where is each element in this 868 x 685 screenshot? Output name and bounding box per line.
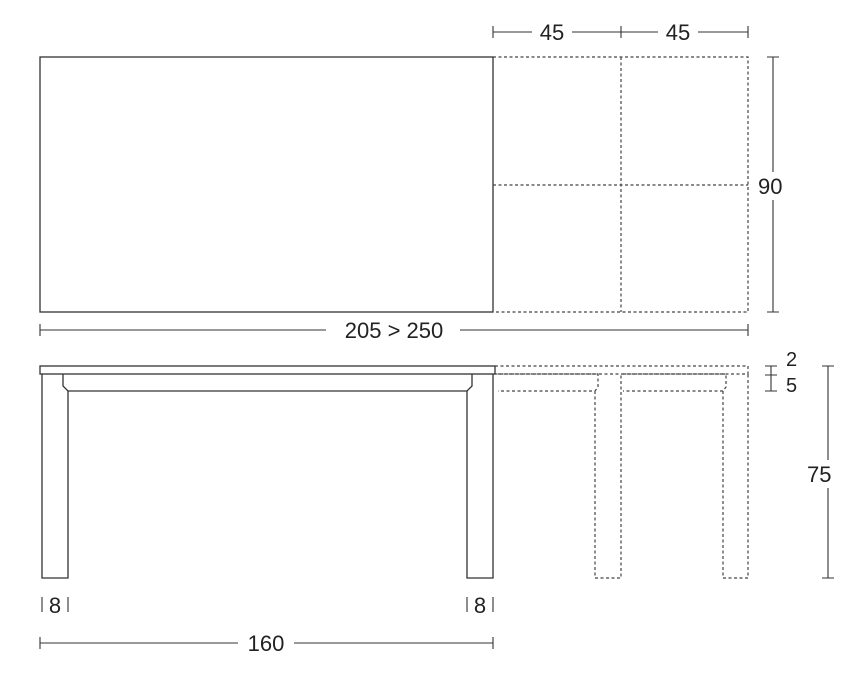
leg-width-dimension-right: 8 [466, 593, 494, 618]
top-view: 45 45 90 205 > 250 [39, 20, 796, 344]
extension-side-outline [495, 365, 749, 579]
length-label: 205 > 250 [345, 318, 443, 343]
depth-dimension: 90 [758, 56, 796, 313]
tabletop-slab [39, 365, 496, 375]
extension-width-dimension: 45 45 [492, 20, 749, 45]
extension-leaves-outline [493, 56, 749, 313]
leg-width-dimension-left: 8 [41, 593, 69, 618]
leg-span-dimension: 160 [39, 630, 494, 656]
leg-right [466, 374, 494, 579]
tabletop-outline [39, 56, 494, 313]
length-dimension: 205 > 250 [39, 318, 749, 344]
leg-left [41, 374, 69, 579]
extension-width-2: 45 [666, 20, 690, 45]
leg-width-left: 8 [49, 593, 61, 618]
apron [62, 374, 473, 392]
leg-width-right: 8 [474, 593, 486, 618]
leg-span-label: 160 [248, 631, 285, 656]
height-label: 75 [807, 462, 831, 487]
apron-height-label: 5 [786, 375, 797, 397]
height-dimension: 75 [806, 365, 846, 579]
extension-width-1: 45 [540, 20, 564, 45]
depth-label: 90 [758, 174, 782, 199]
side-view: 2 5 75 8 8 160 [39, 349, 846, 656]
thickness-dimension: 2 5 [765, 349, 797, 397]
top-thickness-label: 2 [786, 349, 797, 371]
